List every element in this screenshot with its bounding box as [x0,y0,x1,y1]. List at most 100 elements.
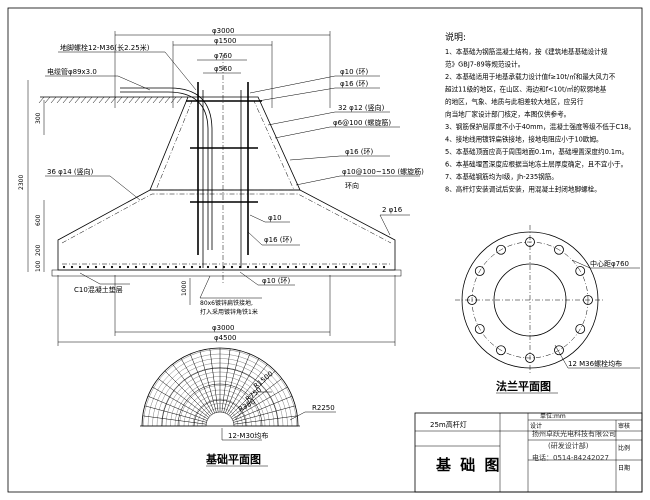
ground-hatch [62,96,69,104]
ground-hatch [140,96,147,104]
pedestal-outline [149,96,301,191]
label-cable-pipe: 电缆管φ89x3.0 [47,67,97,76]
rebar-dot [350,265,354,269]
rebar-dot [302,265,306,269]
ground-hatch [74,96,81,104]
ground-hatch [152,96,159,104]
note-line: 的地区，气象、地质与此相差较大地区，应另行 [445,97,584,106]
tb-drawing-name: 基 础 图 [435,456,501,474]
rebar-dot [118,265,122,269]
note-line: 7、本基础钢筋均为Ⅰ级，Jh-235钢筋。 [445,172,558,181]
rebar-dot [198,265,202,269]
rebar-dot [230,265,234,269]
notes-block: 说明: 1、本基础为钢筋混凝土结构，按《建筑地基基础设计规 范》GBJ7-89等… [445,31,635,194]
rebar-dot [214,265,218,269]
rebar-dot [382,265,386,269]
label-vert14: 36 φ14 (竖向) [47,167,94,176]
label-spiral6: φ6@100 (螺旋筋) [333,118,391,127]
ground-hatch [164,96,171,104]
note-line: 4、接地线用镀锌扁铁接地，接地电阻应小于10欧姆。 [445,135,603,144]
rebar-dot [78,265,82,269]
note-line: 6、本基础埋置深度应根据当地冻土层厚度确定，且不宜小于。 [445,160,627,169]
label-grounding: 80x6镀锌扁铁接地, [200,299,253,307]
ground-hatch [146,96,153,104]
flange-bolt-hole [474,266,485,276]
ground-hatch [50,96,57,104]
ground-hatch [170,96,177,104]
ground-hatch [44,96,51,104]
rebar-dot [86,265,90,269]
plan-radial [221,348,231,413]
plan-radial [157,378,210,418]
title-block: 单位:mm 设计 审核 比例 日期 25m高杆灯 基 础 图 扬州卓跃光电科技有… [414,412,643,493]
ground-hatch [86,96,93,104]
plan-arc [205,411,235,427]
ground-hatch [116,96,123,104]
plan-radial [142,415,207,425]
ground-hatch [128,96,135,104]
note-line: 1、本基础为钢筋混凝土结构，按《建筑地基基础设计规 [445,47,608,56]
note-line: 2、本基础适用于地基承载力设计值f≥10t/㎡和最大风力不 [445,72,616,81]
tb-tel: 电话：0514-84242027 [532,453,609,462]
flange-title: 法兰平面图 [496,379,551,393]
ground-hatch [104,96,111,104]
ground-hatch [176,96,183,104]
rebar-dot [246,265,250,269]
rebar-dot [158,265,162,269]
label-vert12: 32 φ12 (竖向) [338,103,385,112]
cable-pipe [120,87,213,250]
plan-title: 基础平面图 [205,452,261,466]
flange-bolt-hole [575,324,586,334]
rebar-dot [150,265,154,269]
ground-hatch [80,96,87,104]
label-flange-bolts: 12 M36螺栓均布 [568,359,622,368]
flange-bolt-hole [496,244,506,255]
flange-plan: 中心距φ760 12 M36螺栓均布 法兰平面图 [455,225,640,394]
flange-bolt-hole [583,295,593,305]
flange-bolt-hole [554,244,564,255]
dim-600: 600 [35,214,42,226]
flange-bolt-hole [474,324,485,334]
tb-date: 日期 [618,464,630,472]
label-plan-bolts: 12-M30均布 [228,431,268,440]
label-center-distance: 中心距φ760 [590,259,629,268]
plan-radial [231,386,288,420]
dim-200: 200 [35,244,42,256]
plan-radial [230,378,283,418]
tb-project: 25m高杆灯 [430,420,467,429]
pedestal-rebar-cage [155,100,295,191]
plan-radial [209,348,219,413]
plan-radial [228,363,268,416]
rebar-dot [318,265,322,269]
tb-scale: 比例 [618,444,630,452]
rebar-dot [94,265,98,269]
rebar-dot [62,265,66,269]
label-r2250: R2250 [312,404,335,412]
ground-hatch [110,96,117,104]
flange-bolt-hole [575,266,586,276]
rebar-dot [326,265,330,269]
plan-radial [144,405,207,423]
lean-concrete-layer [51,269,402,277]
rebar-dot [254,265,258,269]
rebar-dot [310,265,314,269]
label-lean-concrete: C10混凝土垫层 [74,285,123,294]
note-line: 超过11级的地区，在山区、海边和f<10t/㎡的软弱地基 [445,85,607,94]
plan-radial [232,395,293,421]
note-line: 3、钢筋保护层厚度不小于40mm，混凝土强度等级不低于C18。 [445,122,635,131]
rebar-dot [126,265,130,269]
rebar-dot [262,265,266,269]
tb-company: 扬州卓跃光电科技有限公司 [532,429,616,438]
rebar-dot [286,265,290,269]
flange-bolt-hole [554,345,564,356]
rebar-dot [238,265,242,269]
ground-hatch [68,96,75,104]
ground-hatch [98,96,105,104]
ground-hatch [134,96,141,104]
label-phi16-ring: φ16 (环) [264,236,292,244]
note-line: 范》GBJ7-89等规范设计。 [445,60,524,69]
flange-bolt-hole [525,237,535,247]
plan-radial [164,370,211,417]
